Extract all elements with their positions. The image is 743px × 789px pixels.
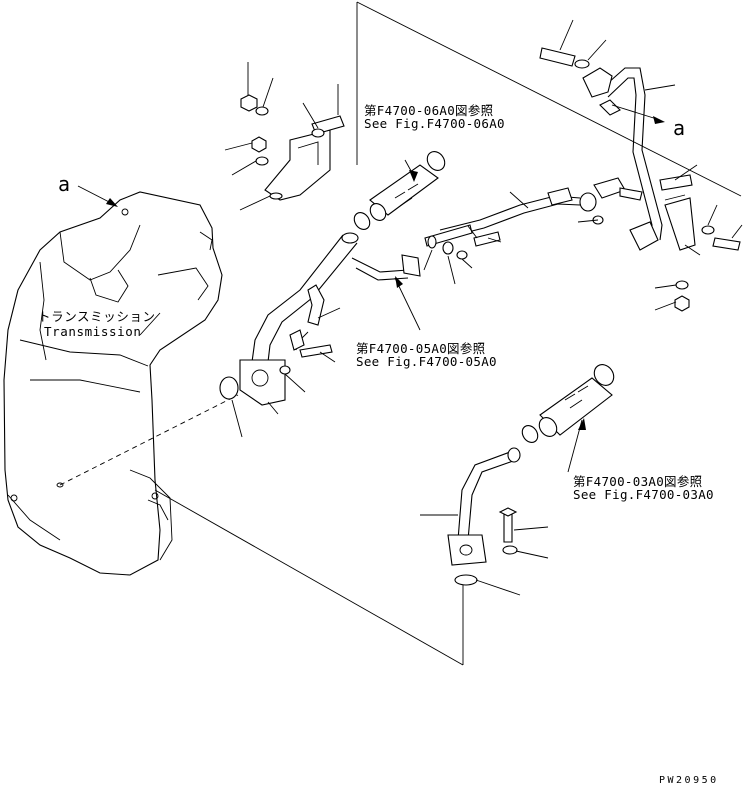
left-pipe-leaders (139, 307, 341, 438)
ref-06-jp: 第F4700-06A0図参照 (364, 103, 494, 118)
transmission-housing (3, 191, 223, 576)
callout-a-left-arrow (77, 185, 118, 207)
callout-a-left: a (58, 172, 71, 196)
ref-06-en: See Fig.F4700-06A0 (364, 116, 505, 131)
ref-03-jp: 第F4700-03A0図参照 (573, 474, 703, 489)
ref-05-jp: 第F4700-05A0図参照 (356, 341, 486, 356)
upper-hose (353, 151, 446, 230)
middle-short-pipe (351, 254, 421, 331)
assembly-boundary-lines (59, 1, 742, 666)
drawing-code: PW20950 (659, 775, 719, 786)
transmission-label-en: Transmission (44, 324, 142, 339)
upper-right-hardware (423, 19, 743, 312)
ref-05-en: See Fig.F4700-05A0 (356, 354, 497, 369)
callout-a-right: a (673, 116, 686, 140)
ref-03-en: See Fig.F4700-03A0 (573, 487, 714, 502)
lower-hose-assembly (420, 364, 615, 596)
transmission-label-jp: トランスミッション (38, 309, 156, 324)
left-pipe-assembly (219, 129, 359, 406)
upper-left-hardware (224, 62, 345, 211)
upper-right-tube-assembly (424, 67, 696, 255)
